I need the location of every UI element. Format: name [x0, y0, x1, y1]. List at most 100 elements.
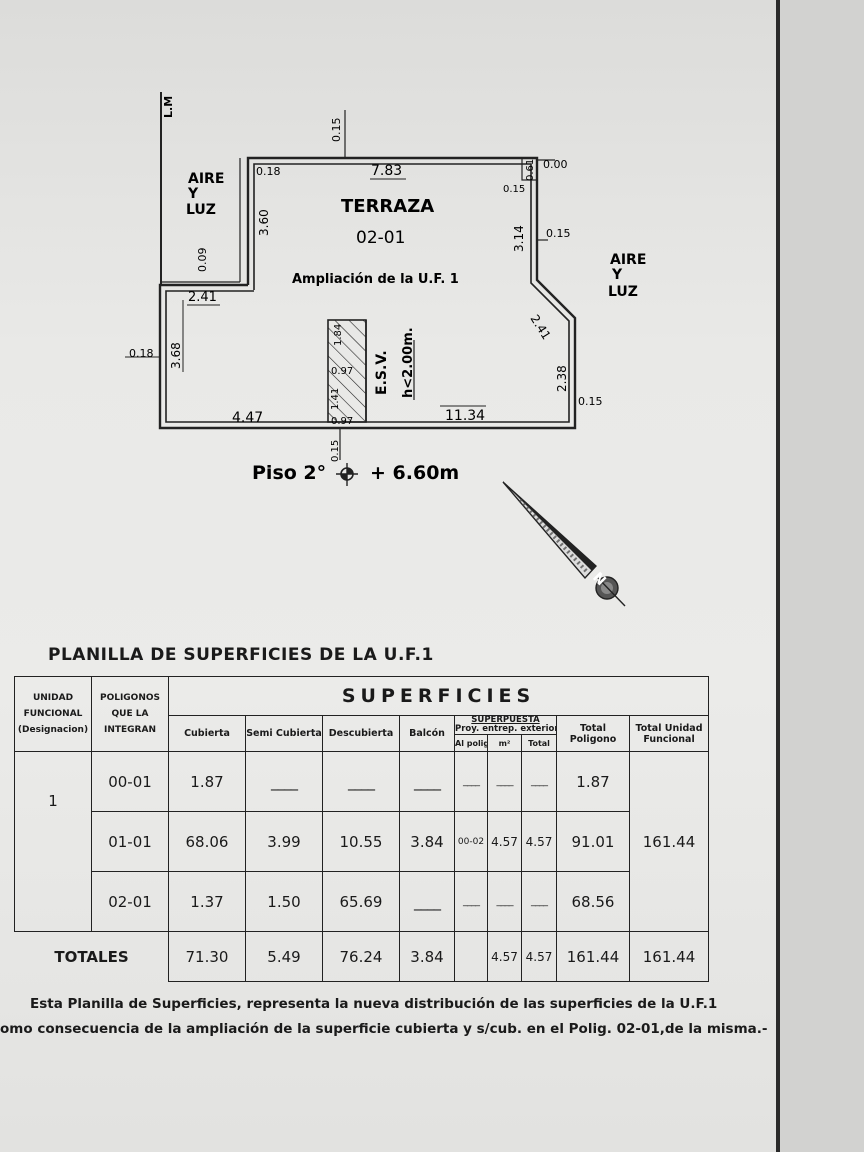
dim-241-left: 2.41 [188, 290, 217, 305]
cell-dash: ____ [487, 871, 522, 932]
header-m2: m² [487, 734, 522, 752]
ampliacion-label: Ampliación de la U.F. 1 [292, 272, 459, 287]
total-uf: 161.44 [628, 931, 710, 982]
dim-238: 2.38 [555, 365, 569, 392]
terraza-title: TERRAZA [341, 196, 434, 217]
dim-015-c: 0.15 [578, 395, 603, 408]
cell-dash: ____ [454, 751, 488, 812]
total-semi: 5.49 [245, 931, 323, 982]
aire-luz-left-2: Y [187, 186, 199, 202]
header-total-poligono: Total Poligono [556, 715, 630, 752]
cell-total-uf: 161.44 [628, 751, 710, 932]
cell-poligono: 01-01 [91, 811, 169, 872]
table-row: 02-01 1.37 1.50 65.69 ____ ____ ____ ___… [15, 871, 709, 932]
cell-total-superpuesta: 4.57 [521, 811, 557, 872]
dim-015-bottom: 0.15 [330, 440, 341, 462]
cell-dash: ____ [521, 751, 557, 812]
header-total-unidad: Total Unidad Funcional [628, 715, 710, 752]
cell-descubierta: 10.55 [322, 811, 400, 872]
dim-447: 4.47 [232, 410, 263, 426]
total-balcon: 3.84 [399, 931, 455, 982]
aire-luz-left-1: AIRE [188, 171, 224, 187]
cell-total-poligono: 68.56 [556, 871, 630, 932]
totals-row: TOTALES 71.30 5.49 76.24 3.84 4.57 4.57 … [14, 931, 710, 982]
cell-dash: ____ [322, 751, 400, 812]
piso-label: Piso 2° [252, 462, 326, 484]
stair-hatch [327, 319, 367, 423]
polygon-outline [158, 156, 577, 430]
header-unidad: UNIDAD FUNCIONAL (Designacion) [14, 676, 92, 752]
sheet-edge-line [776, 0, 780, 1152]
aire-luz-left-3: LUZ [186, 202, 216, 218]
header-balcon: Balcón [399, 715, 455, 752]
header-poligonos: POLIGONOS QUE LA INTEGRAN [91, 676, 169, 752]
cell-semi: 3.99 [245, 811, 323, 872]
cell-dash: ____ [454, 871, 488, 932]
header-superficies: SUPERFICIES [167, 676, 710, 716]
header-cubierta: Cubierta [168, 715, 246, 752]
dim-015-b: 0.15 [546, 227, 571, 240]
floor-plan: L.M 0.15 AIRE Y LUZ AIRE Y LUZ TERRAZA 0… [125, 92, 646, 607]
dim-141: 1.41 [330, 388, 341, 410]
dim-184: 1.84 [333, 324, 344, 346]
esv-label: E.S.V. [374, 350, 390, 395]
dim-097-a: 0.97 [331, 366, 353, 377]
total-m2: 4.57 [487, 931, 522, 982]
dim-009: 0.09 [196, 248, 209, 273]
cell-dash: ____ [521, 871, 557, 932]
cell-dash: ____ [399, 871, 455, 932]
cell-dash: ____ [487, 751, 522, 812]
cell-cubierta: 1.87 [168, 751, 246, 812]
dim-061: 0.61 [525, 159, 536, 181]
dim-1134: 11.34 [445, 408, 485, 424]
level-marker-icon [336, 463, 358, 486]
dim-top-setback: 0.15 [330, 118, 343, 143]
dim-783: 7.83 [371, 163, 402, 179]
cell-semi: 1.50 [245, 871, 323, 932]
table-row: 01-01 68.06 3.99 10.55 3.84 00-02 4.57 4… [15, 811, 709, 872]
cell-total-poligono: 1.87 [556, 751, 630, 812]
header-semi-cubierta: Semi Cubierta [245, 715, 323, 752]
dim-314: 3.14 [512, 225, 526, 252]
piso-level: + 6.60m [370, 462, 459, 484]
north-arrow-icon [502, 481, 626, 607]
footnote-line-1: Esta Planilla de Superficies, representa… [30, 996, 718, 1012]
aire-luz-right-1: AIRE [610, 252, 646, 268]
header-descubierta: Descubierta [322, 715, 400, 752]
cell-m2: 4.57 [487, 811, 522, 872]
cell-poligono: 00-01 [91, 751, 169, 812]
aire-luz-right-3: LUZ [608, 284, 638, 300]
unit-number: 1 [14, 751, 92, 932]
total-cubierta: 71.30 [168, 931, 246, 982]
dim-000: 0.00 [543, 158, 568, 171]
lm-label: L.M [162, 96, 175, 118]
dim-241-diag: 2.41 [527, 312, 553, 342]
dim-360: 3.60 [257, 209, 271, 236]
terraza-code: 02-01 [356, 228, 405, 248]
cell-dash: ____ [399, 751, 455, 812]
table-row: 1 00-01 1.87 ____ ____ ____ ____ ____ __… [14, 751, 710, 932]
header-al-polig: Al polig. [454, 734, 488, 752]
dim-018-left: 0.18 [129, 347, 154, 360]
dim-015-a: 0.15 [503, 184, 525, 195]
cell-balcon: 3.84 [399, 811, 455, 872]
total-descubierta: 76.24 [322, 931, 400, 982]
dim-018-top: 0.18 [256, 165, 281, 178]
cell-dash: ____ [245, 751, 323, 812]
surfaces-table: UNIDAD FUNCIONAL (Designacion) POLIGONOS… [14, 676, 710, 982]
header-total-superpuesta: Total [521, 734, 557, 752]
cell-total-poligono: 91.01 [556, 811, 630, 872]
total-al-polig-empty [454, 931, 488, 982]
cell-descubierta: 65.69 [322, 871, 400, 932]
totals-label: TOTALES [14, 931, 169, 982]
dim-097-b: 0.97 [331, 416, 353, 427]
total-superpuesta: 4.57 [521, 931, 557, 982]
header-superpuesta: SUPERPUESTA Proy. entrep. exterior [454, 715, 557, 735]
cell-cubierta: 68.06 [168, 811, 246, 872]
underlying-page-strip [780, 0, 864, 1152]
dim-368: 3.68 [169, 342, 183, 369]
footnote-line-2: omo consecuencia de la ampliación de la … [0, 1021, 768, 1037]
esv-height: h<2.00m. [401, 327, 416, 398]
cell-al-polig: 00-02 [454, 811, 488, 872]
cell-cubierta: 1.37 [168, 871, 246, 932]
